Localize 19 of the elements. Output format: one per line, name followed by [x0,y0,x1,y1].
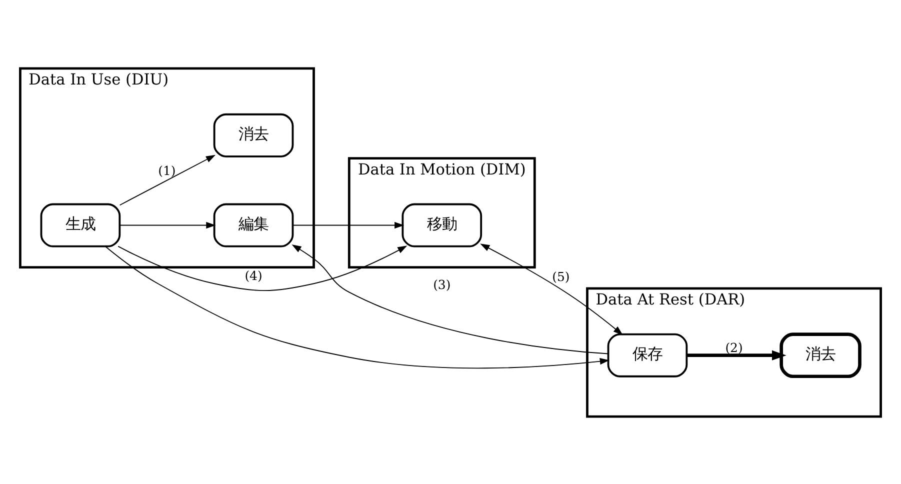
arrow [119,221,216,228]
edge-label: (5) [552,268,570,284]
arrow [118,245,408,291]
arrow [480,243,623,335]
arrow [686,350,786,360]
edge-label: (1) [158,162,176,178]
node-box: 生成 [40,202,121,247]
arrow [292,221,404,228]
node-box: 移動 [402,202,482,247]
edge-label: (4) [244,268,262,283]
node-box: 消去 [780,332,862,378]
arrow [119,154,216,206]
edge-label: (2) [725,339,743,354]
arrow [292,244,609,354]
edge-label: (3) [433,276,451,292]
arrow [104,245,610,368]
node-box: 編集 [213,202,294,247]
node-box: 消去 [213,112,294,157]
node-box: 保存 [607,332,688,377]
